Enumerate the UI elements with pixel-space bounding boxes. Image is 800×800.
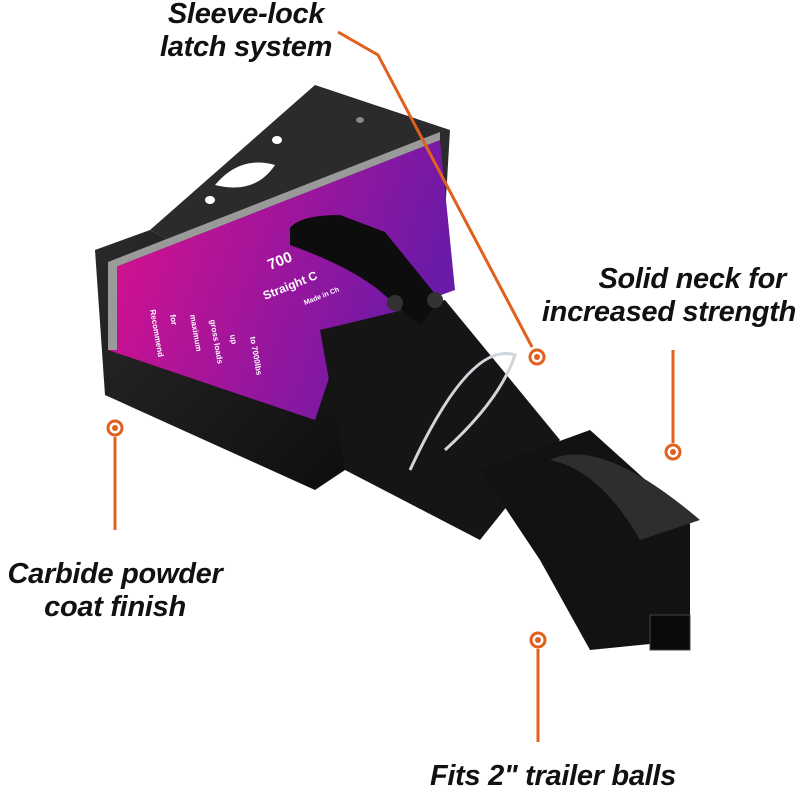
label-side-text: up <box>228 334 239 345</box>
label-side-text: for <box>168 314 179 326</box>
mounting-hole <box>272 136 282 144</box>
callout-line: Carbide powder <box>7 558 223 590</box>
callout-line: Sleeve-lock <box>167 0 325 30</box>
callout-line: Solid neck for <box>598 263 786 295</box>
latch-callout-text: Sleeve-lock latch system <box>160 0 332 64</box>
ball-callout-text: Fits 2" trailer balls <box>430 760 676 793</box>
latch-handle <box>290 215 440 325</box>
latch-callout-line <box>337 30 534 348</box>
socket-tab <box>649 614 691 651</box>
safety-pin <box>408 352 517 471</box>
callout-line: latch system <box>160 31 333 63</box>
callout-line: increased strength <box>541 296 796 328</box>
mounting-hole <box>205 196 215 204</box>
neck-callout-text: Solid neck for increased strength <box>542 263 796 329</box>
coupler-label <box>108 140 455 420</box>
label-stripe <box>108 132 440 270</box>
mounting-hole <box>356 117 364 123</box>
top-opening <box>215 162 275 188</box>
finish-callout-text: Carbide powder coat finish <box>4 558 226 624</box>
callout-line: Fits 2" trailer balls <box>430 760 676 792</box>
callout-line: coat finish <box>44 591 186 623</box>
